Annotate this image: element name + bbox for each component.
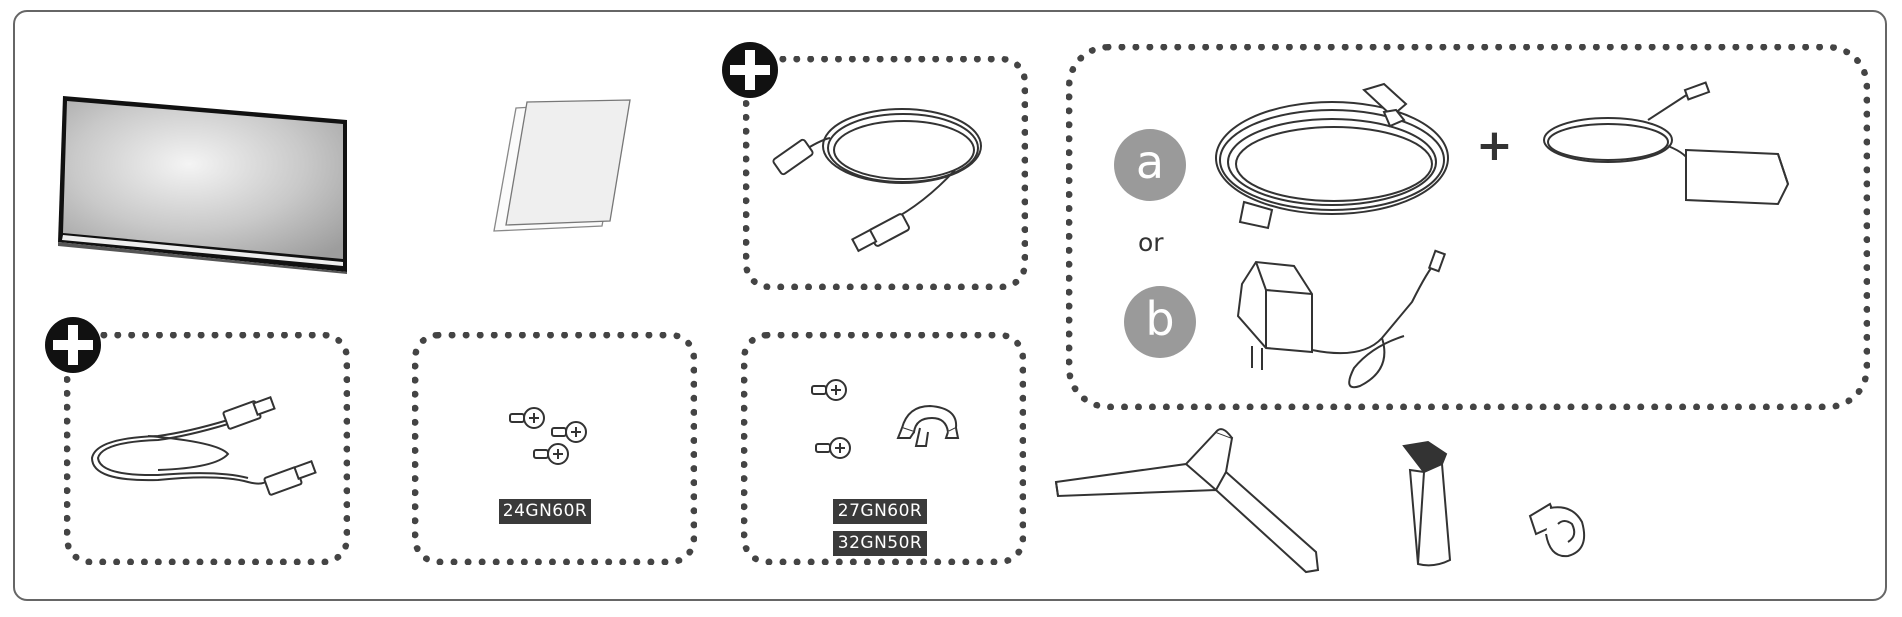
ac-dc-adapter-icon (1538, 81, 1794, 210)
plus-label: + (1476, 120, 1513, 171)
model-tag: 27GN60R (833, 499, 927, 524)
cable-holder-icon (1528, 500, 1590, 560)
model-tag: 32GN50R (833, 531, 927, 556)
optional-cable-box (64, 332, 350, 565)
option-a-badge: a (1114, 129, 1186, 201)
hdmi-cable-icon (88, 392, 328, 496)
model-tag: 24GN60R (499, 499, 591, 524)
optional-cable-box (743, 56, 1028, 290)
stand-base-icon (1054, 420, 1326, 580)
plus-badge-icon (44, 316, 102, 374)
screws-icon (509, 404, 600, 472)
screws-box (412, 332, 697, 565)
screws-and-cable-holder-icon (811, 376, 972, 466)
power-options-box (1066, 44, 1870, 410)
monitor-icon (55, 92, 355, 274)
screws-box (741, 332, 1026, 565)
documents-icon (492, 99, 632, 232)
power-cord-icon (1214, 82, 1458, 234)
wall-adapter-icon (1232, 249, 1496, 392)
plus-badge-icon (721, 41, 779, 99)
stand-body-icon (1400, 440, 1462, 568)
or-label: or (1138, 228, 1164, 257)
component-panel (13, 10, 1887, 601)
option-b-badge: b (1124, 286, 1196, 358)
displayport-cable-icon (770, 108, 990, 256)
